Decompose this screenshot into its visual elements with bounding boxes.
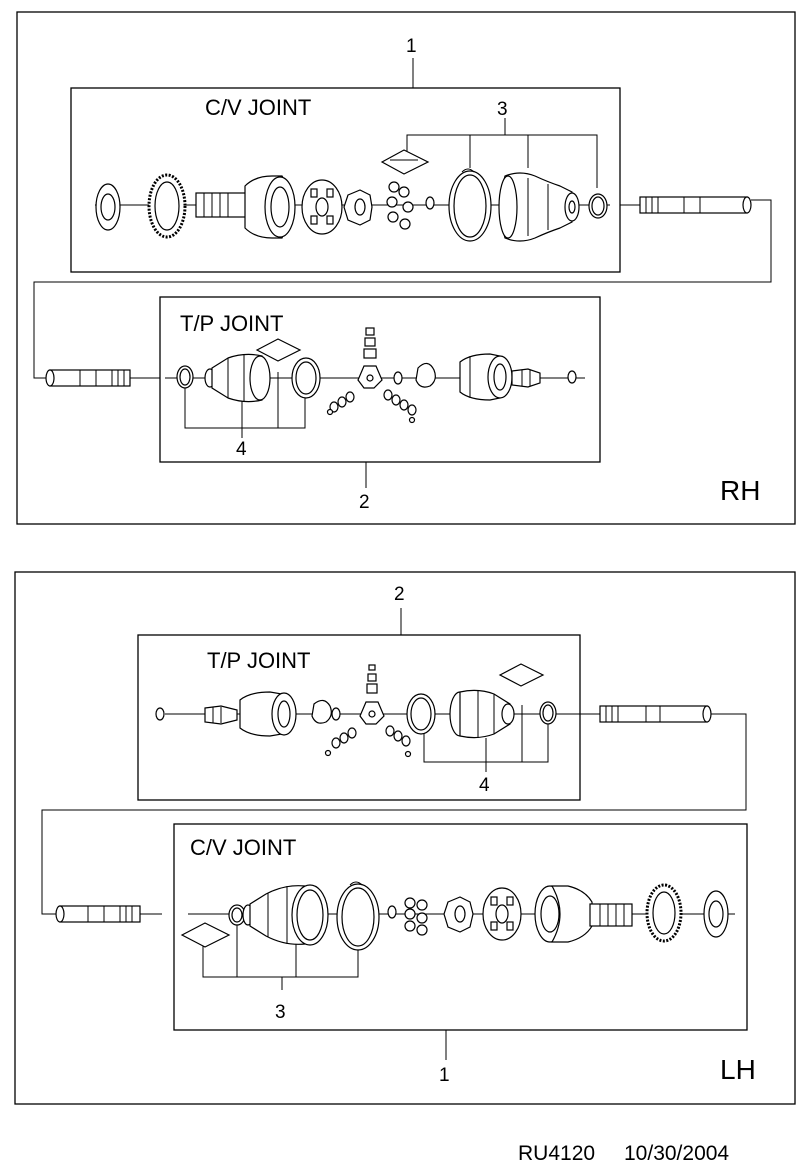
rh-side-label: RH xyxy=(720,475,760,506)
rh-cv-grease-pack xyxy=(380,149,430,175)
rh-callout-3-bracket: 3 xyxy=(406,99,598,188)
rh-cv-abs-ring xyxy=(147,173,187,239)
lh-panel-frame xyxy=(14,571,796,1105)
rh-cv-boot xyxy=(498,172,580,242)
lh-tp-circlip xyxy=(155,707,165,721)
lh-tp-boot-clamp-small xyxy=(539,701,557,725)
rh-cv-boot-clamp-large xyxy=(448,168,492,242)
rh-cv-ball-cage xyxy=(301,179,343,235)
lh-callout-3-bracket: 3 xyxy=(202,925,359,1023)
lh-callout-4: 4 xyxy=(479,775,490,796)
lh-cv-inner-race xyxy=(443,896,474,933)
lh-cv-joint-frame xyxy=(173,823,748,1031)
footer-code: RU4120 xyxy=(518,1142,595,1165)
rh-tp-grease-pack xyxy=(255,338,302,362)
lh-cv-outer-race xyxy=(534,885,633,943)
lh-cv-circlip xyxy=(387,905,397,919)
lh-tp-grease-pack xyxy=(498,663,545,687)
lh-tp-boot-clamp-large xyxy=(406,693,436,735)
rh-tp-joint-box: T/P JOINT 4 xyxy=(159,296,601,513)
rh-cv-joint-box: C/V JOINT 1 3 xyxy=(70,36,621,273)
lh-cv-joint-title: C/V JOINT xyxy=(190,835,296,860)
rh-tp-spacer xyxy=(393,371,403,385)
rh-cv-inner-race xyxy=(343,189,373,226)
lh-tp-housing xyxy=(204,691,297,737)
rh-tp-boot-clamp-large xyxy=(291,357,321,399)
rh-callout-3: 3 xyxy=(497,99,508,120)
rh-tp-housing xyxy=(459,353,541,401)
rh-callout-4: 4 xyxy=(236,439,247,460)
rh-cv-boot-clamp-small xyxy=(588,193,608,219)
lh-cv-washer xyxy=(703,890,729,938)
rh-tp-seal xyxy=(415,362,436,388)
lh-cv-abs-ring xyxy=(645,883,683,943)
lh-axle-shaft xyxy=(41,705,747,923)
rh-cv-balls xyxy=(386,181,414,230)
lh-side-label: LH xyxy=(720,1054,756,1085)
lh-panel: T/P JOINT 2 4 xyxy=(14,571,796,1105)
rh-callout-4-bracket: 4 xyxy=(184,372,306,460)
lh-cv-boot-clamp-large xyxy=(336,881,380,951)
rh-tp-joint-title: T/P JOINT xyxy=(180,311,284,336)
lh-tp-spacer xyxy=(331,707,341,721)
lh-cv-grease-pack xyxy=(180,922,231,948)
rh-axle-shaft xyxy=(33,196,772,387)
rh-tp-circlip xyxy=(567,370,577,384)
lh-tp-joint-box: T/P JOINT 2 4 xyxy=(137,584,590,801)
lh-callout-4-bracket: 4 xyxy=(423,705,549,796)
lh-cv-ball-cage xyxy=(482,887,522,941)
rh-cv-outer-race xyxy=(195,175,296,239)
rh-tp-boot-clamp-small xyxy=(176,365,194,389)
rh-callout-2: 2 xyxy=(359,492,370,513)
rh-panel-frame xyxy=(16,11,796,525)
lh-cv-balls xyxy=(404,897,428,936)
lh-callout-2: 2 xyxy=(394,584,405,605)
rh-tp-boot xyxy=(204,353,271,403)
rh-cv-washer xyxy=(95,183,121,231)
lh-tp-joint-title: T/P JOINT xyxy=(207,648,311,673)
lh-callout-1: 1 xyxy=(439,1065,450,1086)
rh-cv-joint-frame xyxy=(70,87,621,273)
rh-callout-1: 1 xyxy=(406,36,417,57)
lh-tp-boot xyxy=(449,689,515,739)
lh-callout-3: 3 xyxy=(275,1002,286,1023)
lh-cv-boot xyxy=(242,884,329,946)
rh-cv-joint-title: C/V JOINT xyxy=(205,95,311,120)
rh-tp-spider xyxy=(326,327,417,424)
rh-panel: C/V JOINT 1 3 xyxy=(16,11,796,525)
footer-date: 10/30/2004 xyxy=(624,1142,729,1165)
lh-cv-joint-box: C/V JOINT 3 xyxy=(173,823,748,1086)
lh-tp-seal xyxy=(311,699,332,724)
lh-tp-spider xyxy=(324,664,412,758)
lh-tp-joint-frame xyxy=(137,634,581,801)
rh-cv-circlip xyxy=(425,196,435,210)
rh-tp-joint-frame xyxy=(159,296,601,463)
